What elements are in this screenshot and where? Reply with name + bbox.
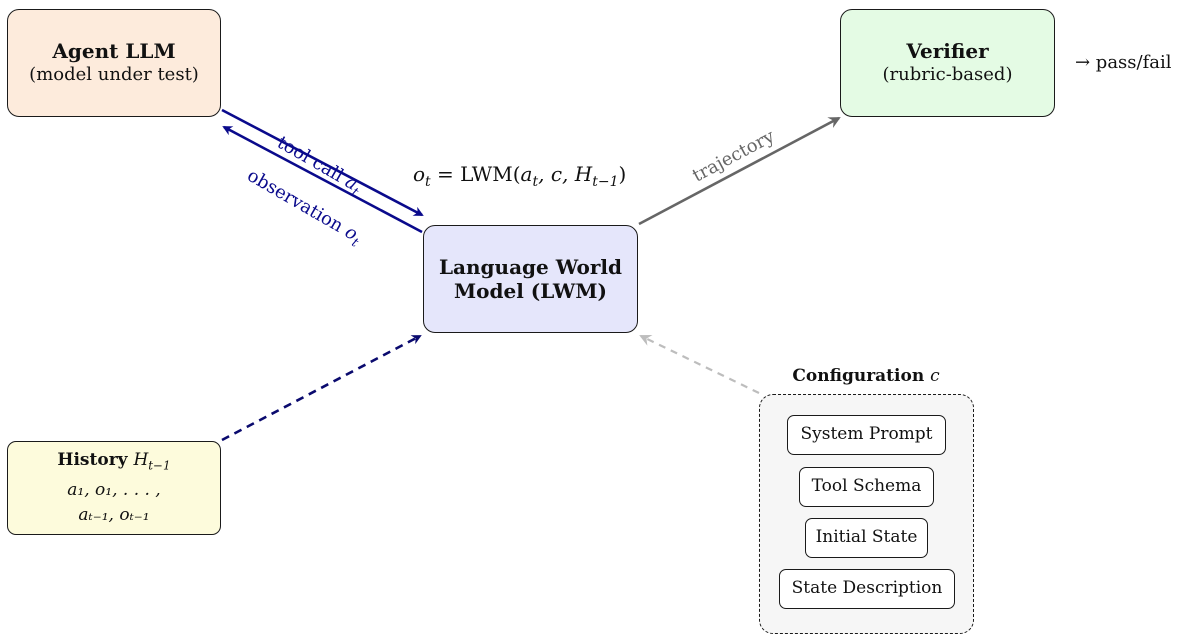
history-title-sub: t−1 bbox=[148, 458, 171, 473]
config-item-initial-state: Initial State bbox=[805, 518, 928, 558]
config-arrow bbox=[639, 334, 760, 394]
formula-c: , c, bbox=[538, 162, 575, 186]
lwm-formula: ot = LWM(at, c, Ht−1) bbox=[413, 162, 626, 190]
configuration-label: Configuration c bbox=[760, 366, 972, 386]
verifier-node: Verifier (rubric-based) bbox=[840, 9, 1055, 117]
history-node: History Ht−1 a₁, o₁, . . . , aₜ₋₁, oₜ₋₁ bbox=[7, 441, 221, 535]
configuration-label-var: c bbox=[930, 366, 940, 386]
agent-title: Agent LLM bbox=[52, 39, 176, 63]
formula-h-sub: t−1 bbox=[592, 174, 619, 190]
history-title-var: H bbox=[133, 450, 149, 471]
lwm-title-line1: Language World bbox=[438, 255, 622, 279]
formula-h: H bbox=[574, 162, 593, 186]
configuration-group: System Prompt Tool Schema Initial State … bbox=[759, 394, 974, 634]
verifier-title: Verifier bbox=[906, 39, 989, 63]
formula-o: o bbox=[413, 162, 426, 186]
history-title: History Ht−1 bbox=[57, 448, 170, 477]
arrows-layer bbox=[221, 108, 841, 442]
history-arrow bbox=[221, 334, 422, 442]
config-item-system-prompt: System Prompt bbox=[787, 415, 946, 455]
config-item-tool-schema: Tool Schema bbox=[799, 467, 934, 507]
formula-o-sub: t bbox=[425, 174, 431, 190]
observation-arrow bbox=[222, 125, 423, 234]
history-sequence-line2: aₜ₋₁, oₜ₋₁ bbox=[78, 504, 150, 525]
verifier-output-label: → pass/fail bbox=[1075, 52, 1172, 73]
formula-a: a bbox=[520, 162, 533, 186]
formula-a-sub: t bbox=[532, 174, 539, 190]
configuration-label-text: Configuration bbox=[792, 366, 931, 386]
lwm-title-line2: Model (LWM) bbox=[454, 279, 607, 303]
verifier-subtitle: (rubric-based) bbox=[882, 64, 1013, 85]
config-item-state-description: State Description bbox=[779, 569, 955, 609]
trajectory-arrow bbox=[638, 116, 841, 226]
history-title-text: History bbox=[57, 450, 134, 471]
agent-subtitle: (model under test) bbox=[29, 64, 199, 85]
formula-eq: = LWM( bbox=[430, 162, 521, 186]
language-world-model-node: Language World Model (LWM) bbox=[423, 225, 638, 333]
formula-close: ) bbox=[618, 162, 627, 186]
history-sequence-line1: a₁, o₁, . . . , bbox=[67, 479, 161, 500]
agent-llm-node: Agent LLM (model under test) bbox=[7, 9, 221, 117]
tool-call-arrow bbox=[221, 108, 424, 217]
